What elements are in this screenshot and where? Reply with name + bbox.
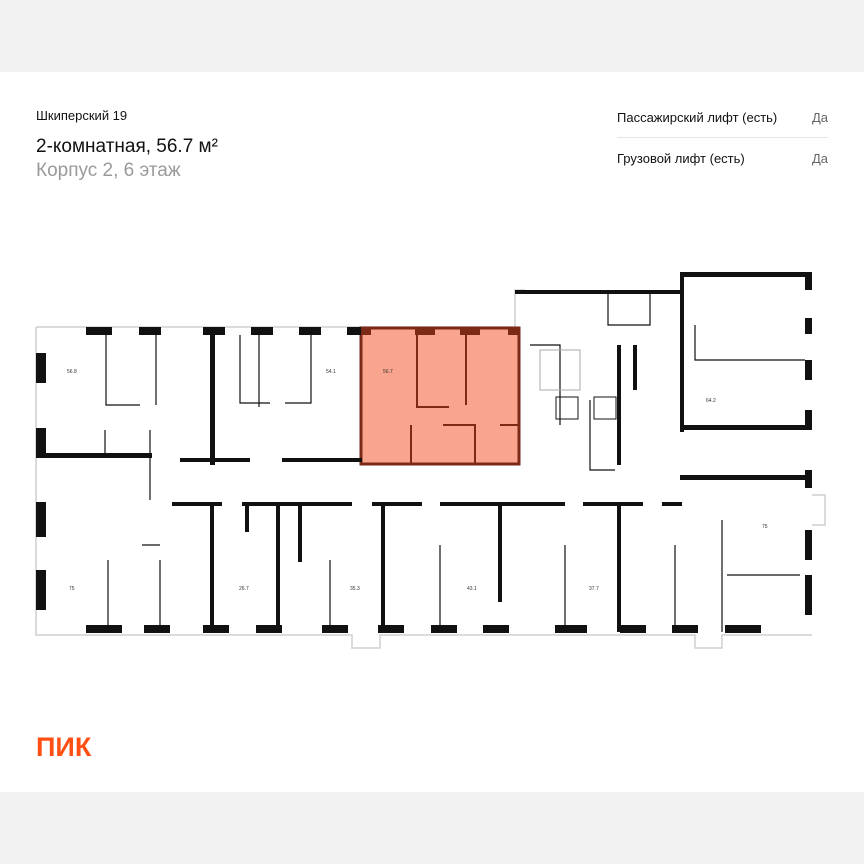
property-label: Пассажирский лифт (есть) (617, 110, 778, 125)
selected-apartment[interactable] (359, 326, 521, 466)
apartment-area-label: 43.1 (467, 586, 477, 592)
apartment-area-label: 56.8 (67, 369, 77, 375)
property-value: Да (811, 151, 828, 166)
apartment-area-label: 56.7 (383, 369, 393, 375)
stairwell (539, 349, 581, 391)
property-value: Да (811, 110, 828, 125)
apartment-area-label: 75 (69, 586, 75, 592)
apartment-area-label: 75 (762, 524, 768, 530)
apartment-area-label: 54.1 (326, 369, 336, 375)
selected-apartment-windows (361, 327, 519, 335)
property-passenger-lift: Пассажирский лифт (есть) Да (617, 110, 828, 125)
partitions (104, 294, 805, 632)
property-label: Грузовой лифт (есть) (617, 151, 745, 166)
elevator (593, 396, 617, 420)
apartment-title: 2-комнатная, 56.7 м² (36, 136, 218, 157)
walls (36, 272, 812, 633)
apartment-area-label: 26.7 (239, 586, 249, 592)
selected-apartment-walls (410, 335, 518, 464)
address: Шкиперский 19 (36, 108, 128, 123)
building-floor: Корпус 2, 6 этаж (36, 160, 181, 181)
apartment-area-label: 35.3 (350, 586, 360, 592)
divider (617, 137, 828, 138)
elevator (555, 396, 579, 420)
top-band (0, 0, 864, 72)
apartment-area-label: 37.7 (589, 586, 599, 592)
apartment-area-label: 64.2 (706, 398, 716, 404)
pik-logo: ПИК (36, 732, 92, 762)
bottom-band (0, 792, 864, 864)
property-freight-lift: Грузовой лифт (есть) Да (617, 151, 828, 166)
